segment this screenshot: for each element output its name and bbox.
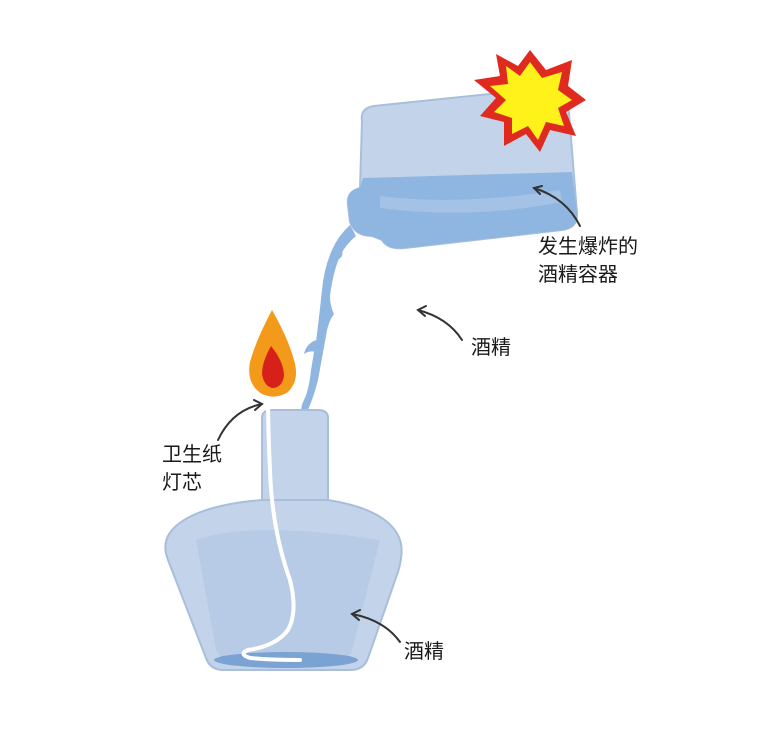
arrowhead-lamp-alcohol xyxy=(350,609,361,621)
label-arrows xyxy=(217,185,581,643)
arrow-to-stream xyxy=(417,309,463,341)
explosion-burst-icon xyxy=(474,50,586,152)
alcohol-stream-label: 酒精 xyxy=(471,333,511,361)
arrow-to-container xyxy=(533,187,581,227)
exploding-container-label-line2: 酒精容器 xyxy=(538,262,618,286)
lamp-alcohol-label: 酒精 xyxy=(404,637,444,665)
exploding-container-label-line1: 发生爆炸的 xyxy=(538,234,638,258)
toilet-paper-wick xyxy=(241,393,302,662)
arrow-to-wick xyxy=(217,403,263,441)
wick-label-line2: 灯芯 xyxy=(162,470,202,494)
arrowhead-wick xyxy=(253,399,264,411)
lamp-alcohol-label-text: 酒精 xyxy=(404,639,444,663)
arrowhead-stream xyxy=(416,305,427,317)
flame-inner xyxy=(262,346,284,388)
alcohol-stream-splash xyxy=(304,340,316,354)
arrow-to-lamp-alcohol xyxy=(351,613,401,643)
lamp-body-inner xyxy=(196,530,380,660)
container-liquid-highlight xyxy=(380,190,562,213)
lamp-neck xyxy=(261,409,329,505)
alcohol-lamp xyxy=(164,409,403,671)
wick-label-line1: 卫生纸 xyxy=(162,442,222,466)
explosion-inner xyxy=(490,62,572,140)
alcohol-stream xyxy=(301,225,356,412)
wick-label: 卫生纸 灯芯 xyxy=(162,440,222,496)
arrowhead-container xyxy=(532,185,543,195)
alcohol-stream-droplet xyxy=(333,246,343,260)
flame-icon xyxy=(249,310,296,397)
exploding-container-label: 发生爆炸的 酒精容器 xyxy=(538,232,638,288)
alcohol-stream-label-text: 酒精 xyxy=(471,335,511,359)
